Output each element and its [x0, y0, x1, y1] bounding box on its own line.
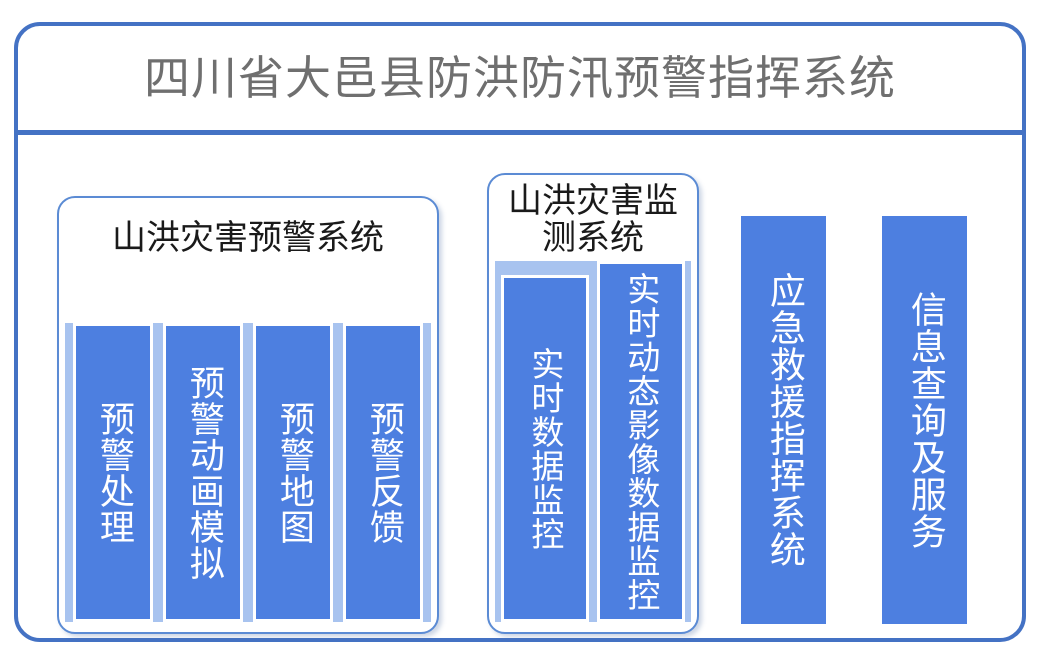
panel-emergency-command[interactable]: 应急救援指挥系统	[741, 216, 826, 624]
card-realtime-data-monitoring[interactable]: 实时数据监控	[501, 275, 589, 622]
card-label: 预警反馈	[363, 400, 404, 545]
group-panel-monitor-system[interactable]: 山洪灾害监测系统 实时数据监控 实时动态影像数据监控	[487, 173, 699, 634]
card-label: 实时数据监控	[525, 346, 565, 551]
panel-label: 应急救援指挥系统	[763, 272, 805, 568]
group-inner-monitor-system: 实时数据监控 实时动态影像数据监控	[495, 261, 691, 622]
card-label: 实时动态影像数据监控	[621, 271, 661, 612]
card-label: 预警地图	[273, 400, 314, 545]
card-label: 预警动画模拟	[183, 364, 224, 581]
card-warning-map[interactable]: 预警地图	[253, 323, 333, 622]
page-title: 四川省大邑县防洪防汛预警指挥系统	[144, 51, 896, 105]
card-warning-feedback[interactable]: 预警反馈	[343, 323, 423, 622]
panel-info-query-service[interactable]: 信息查询及服务	[882, 216, 967, 624]
group-inner-warning-system: 预警处理 预警动画模拟 预警地图 预警反馈	[65, 323, 431, 622]
panel-label: 信息查询及服务	[904, 290, 946, 550]
header-bar: 四川省大邑县防洪防汛预警指挥系统	[18, 26, 1022, 130]
header-divider	[18, 130, 1022, 135]
group-title-monitor-system: 山洪灾害监测系统	[508, 181, 678, 258]
card-warning-processing[interactable]: 预警处理	[73, 323, 153, 622]
group-title-warning-system: 山洪灾害预警系统	[112, 218, 384, 258]
main-content: 山洪灾害预警系统 预警处理 预警动画模拟 预警地图 预警反馈 山洪灾害监测系统	[18, 135, 1022, 642]
application-frame: 四川省大邑县防洪防汛预警指挥系统 山洪灾害预警系统 预警处理 预警动画模拟 预警…	[14, 22, 1026, 642]
card-label: 预警处理	[93, 400, 134, 545]
card-realtime-dynamic-image-data-monitoring[interactable]: 实时动态影像数据监控	[597, 261, 685, 622]
card-warning-animation-simulation[interactable]: 预警动画模拟	[163, 323, 243, 622]
group-panel-warning-system[interactable]: 山洪灾害预警系统 预警处理 预警动画模拟 预警地图 预警反馈	[57, 196, 439, 634]
